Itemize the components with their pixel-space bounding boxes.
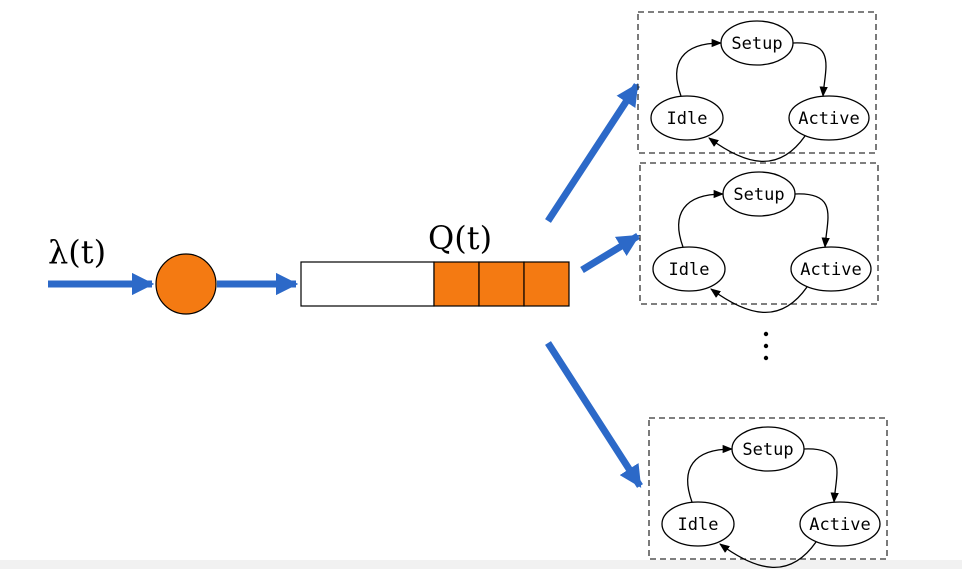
state-setup [722, 171, 796, 217]
transition-setup-to-active [803, 448, 839, 504]
transition-active-to-idle [708, 135, 806, 163]
transition-setup-to-active [792, 42, 828, 98]
state-active [788, 95, 870, 141]
queue-label: Q(t) [428, 219, 492, 257]
transition-idle-to-setup [676, 38, 723, 97]
dispatch-arrow-middle [580, 233, 640, 273]
state-idle-label: Idle [669, 260, 710, 280]
ellipsis-dot-2 [763, 343, 769, 349]
ellipsis-dot-3 [763, 355, 769, 361]
state-active [790, 246, 872, 292]
queue-cell [478, 261, 525, 307]
state-setup [731, 426, 805, 472]
state-idle-label: Idle [678, 515, 719, 535]
queue-cells [433, 261, 570, 307]
transition-idle-to-setup [678, 189, 725, 248]
transition-active-to-idle [710, 286, 808, 314]
dispatcher-node [155, 253, 217, 315]
dispatch-arrow-bottom [545, 341, 643, 488]
state-setup-label: Setup [731, 34, 782, 54]
arrival-rate-label: λ(t) [48, 233, 106, 271]
state-active-label: Active [798, 109, 859, 129]
transition-active-to-idle [719, 541, 817, 569]
state-setup-label: Setup [733, 185, 784, 205]
servers-ellipsis: ⋮ [763, 331, 769, 361]
state-active-label: Active [809, 515, 870, 535]
state-idle [661, 501, 735, 547]
state-idle-label: Idle [667, 109, 708, 129]
dispatch-arrow-top [545, 83, 640, 223]
queue-cell [523, 261, 570, 307]
transition-idle-to-setup [687, 444, 734, 503]
state-setup-label: Setup [742, 440, 793, 460]
queue-buffer [300, 261, 570, 307]
bottom-band [0, 560, 962, 569]
state-idle [652, 246, 726, 292]
transition-setup-to-active [794, 193, 830, 249]
queue-empty-space [300, 261, 435, 307]
state-active [799, 501, 881, 547]
ellipsis-dot-1 [763, 331, 769, 337]
state-idle [650, 95, 724, 141]
state-setup [720, 20, 794, 66]
state-active-label: Active [800, 260, 861, 280]
queue-cell [433, 261, 480, 307]
